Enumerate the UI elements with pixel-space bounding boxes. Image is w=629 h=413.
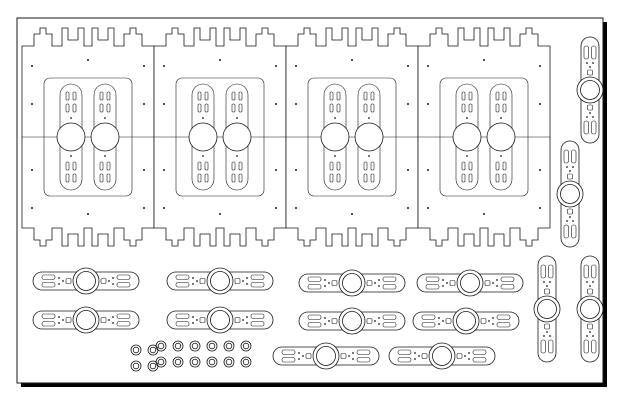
vertical-arm — [577, 37, 603, 143]
horizontal-arm — [166, 306, 274, 334]
vertical-arm — [577, 256, 603, 362]
horizontal-arm — [298, 307, 406, 335]
horizontal-arm — [32, 306, 140, 334]
horizontal-arm — [412, 307, 520, 335]
horizontal-arm — [272, 342, 380, 370]
horizontal-arm — [416, 269, 524, 297]
frame-plate — [21, 27, 155, 247]
frame-plate — [153, 27, 287, 247]
horizontal-arm — [32, 267, 140, 295]
vertical-arm — [534, 256, 560, 362]
horizontal-arm — [166, 267, 274, 295]
frame-plate — [417, 27, 551, 247]
vertical-arm — [557, 141, 583, 247]
horizontal-arm — [388, 342, 496, 370]
frame-plate — [285, 27, 419, 247]
horizontal-arm — [298, 269, 406, 297]
